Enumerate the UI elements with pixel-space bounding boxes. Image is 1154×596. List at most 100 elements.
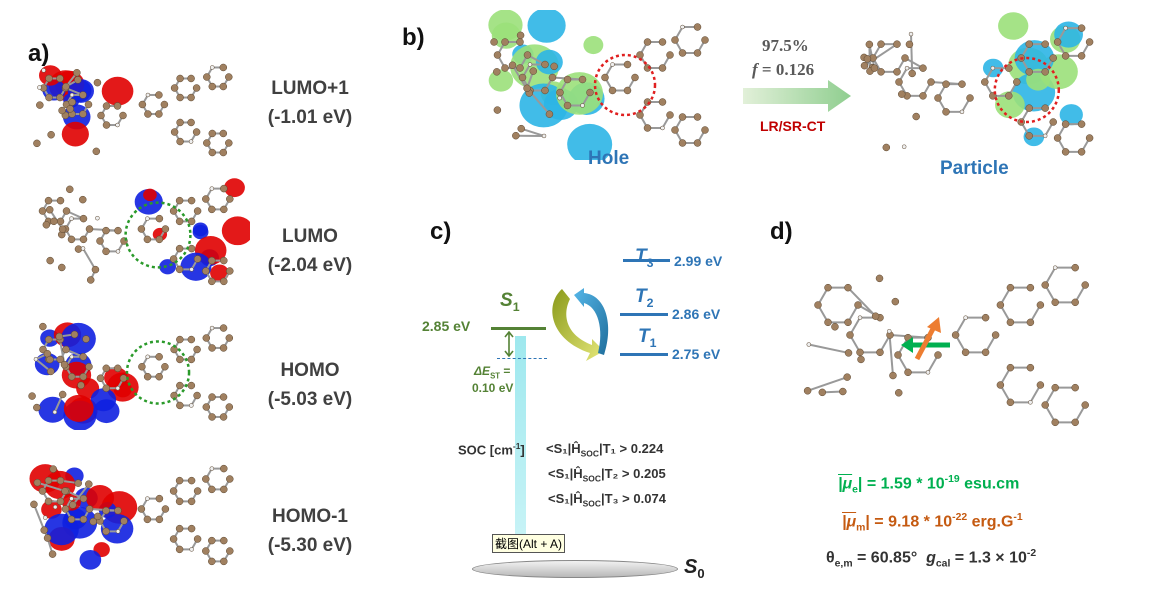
- soc-end: |T₃ >: [600, 491, 630, 506]
- screenshot-tooltip: 截图(Alt + A): [492, 534, 566, 553]
- t1-reference-dashed: [497, 358, 547, 359]
- soc-row: <S₁|ĤSOC|T₂ > 0.205: [548, 466, 666, 484]
- orbital-lumo: LUMO (-2.04 eV): [240, 222, 380, 280]
- mu-m-symbol: |μ: [842, 513, 857, 531]
- percent-label: 97.5%: [762, 36, 809, 55]
- s0-sub: 0: [697, 566, 705, 581]
- orbital-energy: (-2.04 eV): [267, 255, 353, 276]
- soc-term: <S₁|Ĥ: [548, 491, 583, 506]
- dest-label: ΔEST =: [474, 364, 510, 380]
- orbital-name: LUMO+1: [271, 78, 349, 99]
- mol-particle: [860, 12, 1094, 156]
- s0-label: S0: [684, 556, 705, 581]
- t1-energy: 2.75 eV: [672, 346, 721, 362]
- g-sub: cal: [935, 558, 951, 570]
- panel-label-d: d): [770, 218, 793, 245]
- s1-energy: 2.85 eV: [422, 318, 471, 334]
- panel-label-a: a): [28, 40, 50, 67]
- mu-e-unit: esu.cm: [959, 475, 1020, 493]
- soc-title-close: ]: [520, 442, 525, 458]
- t1-sub: 1: [649, 335, 657, 350]
- soc-value: 0.205: [633, 466, 666, 481]
- mu-e-value: |μe| = 1.59 * 10-19 esu.cm: [838, 474, 1019, 496]
- isc-risc-arrows-icon: [552, 288, 609, 361]
- mol-homo: [28, 322, 234, 430]
- t3-symbol: T: [635, 246, 647, 267]
- transition-arrow: [743, 80, 851, 112]
- g-exp: -2: [1026, 548, 1037, 559]
- t2-level: [620, 313, 668, 316]
- hole-label: Hole: [588, 148, 630, 169]
- panel-label-b: b): [402, 24, 425, 51]
- t3-label: T3: [635, 246, 653, 270]
- soc-op-sub: SOC: [582, 498, 601, 509]
- mol-homo-1: [29, 464, 234, 570]
- orbital-energy: (-1.01 eV): [267, 107, 353, 128]
- mu-m-value: |μm| = 9.18 * 10-22 erg.G-1: [842, 512, 1023, 534]
- t3-sub: 3: [646, 255, 654, 270]
- t1-label: T1: [638, 326, 656, 350]
- dipole-vectors-icon: [901, 317, 950, 361]
- t1-symbol: T: [638, 326, 650, 347]
- mu-e-symbol: |μ: [838, 475, 853, 493]
- ct-label: LR/SR-CT: [760, 118, 826, 134]
- soc-value: 0.074: [633, 491, 666, 506]
- orbital-energy: (-5.30 eV): [267, 535, 353, 556]
- dest-symbol: ΔE: [474, 364, 491, 378]
- particle-label: Particle: [940, 158, 1009, 179]
- mu-m-sub: m: [856, 522, 866, 534]
- soc-term: <S₁|Ĥ: [548, 466, 583, 481]
- orbital-name: HOMO-1: [272, 506, 348, 527]
- s1-label: S1: [500, 290, 520, 314]
- orbital-lumo1: LUMO+1 (-1.01 eV): [240, 74, 380, 132]
- t1-level: [620, 353, 668, 356]
- theta-sub: e,m: [834, 558, 853, 570]
- soc-title-text: SOC [cm: [458, 442, 513, 458]
- theta-symbol: θ: [826, 549, 835, 567]
- orbital-homo: HOMO (-5.03 eV): [240, 356, 380, 414]
- dest-value: 0.10 eV: [472, 381, 514, 395]
- soc-term: <S₁|Ĥ: [546, 441, 581, 456]
- mu-m-eq: | = 9.18 * 10: [865, 513, 953, 531]
- t3-energy: 2.99 eV: [674, 253, 723, 269]
- soc-end: |T₁ >: [598, 441, 628, 456]
- t3-level: [623, 259, 670, 262]
- t2-sub: 2: [646, 295, 654, 310]
- t2-symbol: T: [635, 286, 647, 307]
- g-value: = 1.3 × 10: [950, 549, 1027, 567]
- g-symbol: g: [926, 549, 936, 567]
- mu-e-exp: -19: [944, 474, 960, 485]
- mu-m-unit-exp: -1: [1013, 512, 1023, 523]
- orbital-name: LUMO: [282, 226, 338, 247]
- soc-title: SOC [cm-1]: [458, 441, 525, 457]
- panel-label-c: c): [430, 218, 452, 245]
- mu-e-eq: | = 1.59 * 10: [857, 475, 945, 493]
- mol-hole: [488, 10, 709, 160]
- t2-label: T2: [635, 286, 653, 310]
- mu-m-unit: erg.G: [967, 513, 1014, 531]
- soc-op-sub: SOC: [582, 473, 601, 484]
- dest-sub: ST: [490, 371, 501, 381]
- soc-row: <S₁|ĤSOC|T₁ > 0.224: [546, 441, 663, 459]
- t2-energy: 2.86 eV: [672, 306, 721, 322]
- theta-value: = 60.85°: [852, 549, 918, 567]
- f-value: = 0.126: [761, 60, 815, 79]
- s0-ground-state-disk: [472, 560, 678, 578]
- emission-bar: [515, 336, 526, 536]
- dest-eq: =: [500, 364, 511, 378]
- gap-arrow-icon: [504, 331, 514, 357]
- s0-symbol: S: [684, 556, 698, 578]
- soc-end: |T₂ >: [600, 466, 630, 481]
- soc-title-sup: -1: [512, 441, 521, 451]
- orbital-homo-1: HOMO-1 (-5.30 eV): [240, 502, 380, 560]
- mol-lumo: [38, 178, 250, 286]
- soc-value: 0.224: [630, 441, 664, 456]
- f-symbol: f: [752, 60, 758, 79]
- mu-e-sub: e: [852, 484, 858, 496]
- orbital-energy: (-5.03 eV): [267, 389, 353, 410]
- soc-row: <S₁|ĤSOC|T₃ > 0.074: [548, 491, 666, 509]
- s1-sub: 1: [512, 299, 520, 314]
- oscillator-strength: f = 0.126: [752, 60, 814, 80]
- soc-op-sub: SOC: [580, 448, 599, 459]
- orbital-name: HOMO: [280, 360, 340, 381]
